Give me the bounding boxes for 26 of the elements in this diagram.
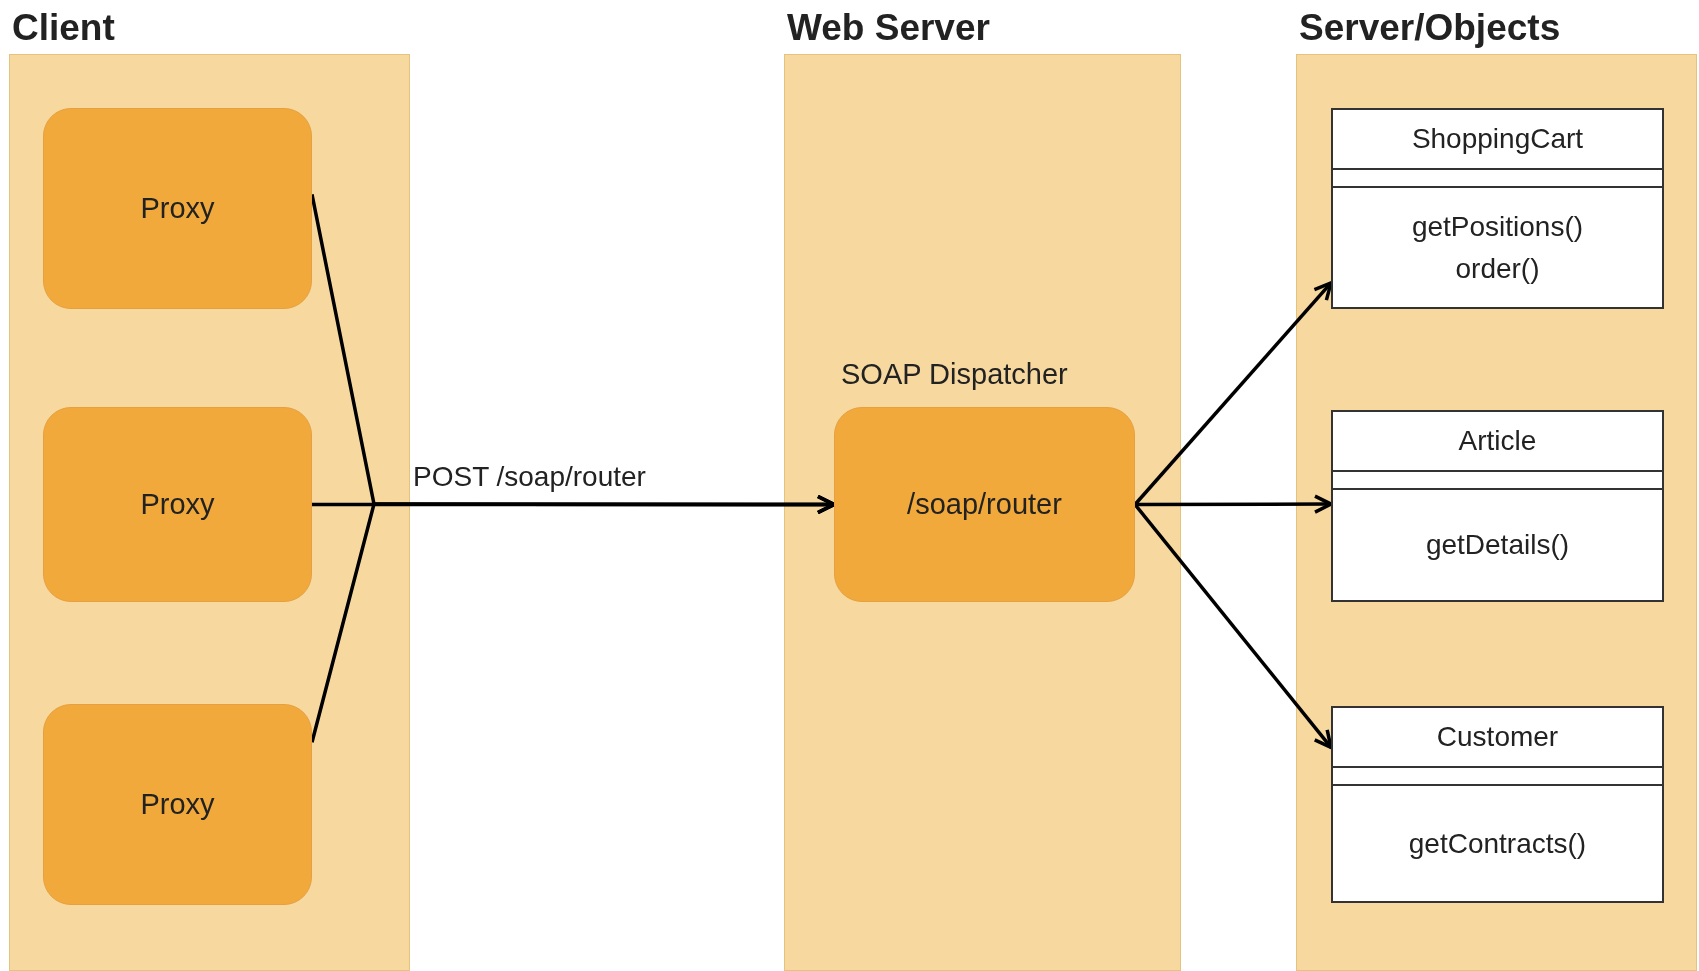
method-name: getDetails() xyxy=(1425,529,1570,561)
component-label: /soap/router xyxy=(907,488,1062,521)
component-label: Proxy xyxy=(140,192,215,225)
lane-title: Client xyxy=(12,7,115,49)
lane-title: Web Server xyxy=(787,7,990,49)
arrow xyxy=(1135,494,1333,514)
method-name: order() xyxy=(1455,252,1540,285)
component-box xyxy=(43,407,312,602)
arrow xyxy=(1133,503,1333,750)
lane-title: Server/Objects xyxy=(1299,7,1561,49)
method-name: getPositions() xyxy=(1411,210,1584,243)
class-box xyxy=(1331,706,1664,903)
component-box xyxy=(43,704,312,905)
method-name: getContracts() xyxy=(1408,827,1587,860)
component-box xyxy=(43,108,312,309)
class-name: ShoppingCart xyxy=(1411,123,1584,155)
component-heading: SOAP Dispatcher xyxy=(841,358,1068,391)
component-label: Proxy xyxy=(140,488,215,521)
class-name: Customer xyxy=(1436,721,1559,753)
class-box xyxy=(1331,108,1664,309)
class-box xyxy=(1331,410,1664,602)
edge-label: POST /soap/router xyxy=(413,460,646,493)
component-label: Proxy xyxy=(140,788,215,821)
class-name: Article xyxy=(1458,425,1537,457)
arrow xyxy=(1133,281,1333,506)
arrow xyxy=(310,494,836,743)
